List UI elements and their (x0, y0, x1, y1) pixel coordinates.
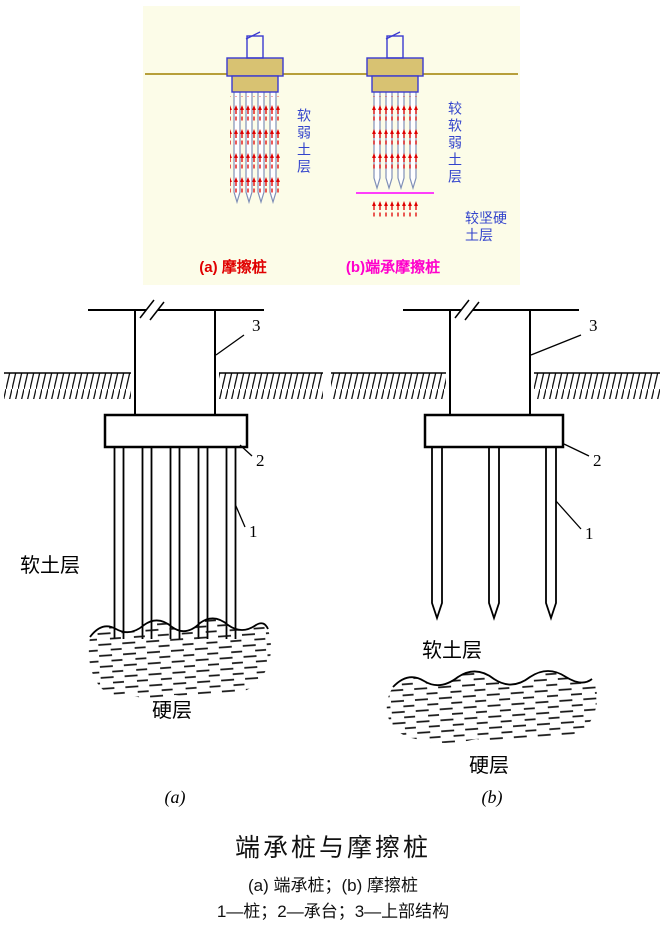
pile-cap-lower (231, 75, 279, 93)
callout-superstructure: 3 (589, 316, 598, 335)
pile-cap (226, 57, 284, 77)
hard-layer (88, 618, 271, 698)
callout-superstructure: 3 (252, 316, 261, 335)
figure-sublabel-b: (b) (482, 787, 503, 808)
column (386, 35, 404, 59)
pile-cap (103, 413, 249, 449)
pile (141, 447, 153, 639)
figure-caption-line2: 1—桩；2—承台；3—上部结构 (216, 902, 450, 921)
friction-arrows (230, 96, 280, 196)
label-rel-soft-weak-soil: 较软弱土层 (447, 101, 463, 186)
pile (197, 447, 209, 639)
callout-pile: 1 (249, 522, 258, 541)
figure-a-end-bearing: 软土层 硬层 (a) 3 2 1 (4, 299, 323, 808)
callout-pile: 1 (585, 524, 594, 543)
break-mark-icon (245, 31, 261, 40)
break-mark-icon (454, 299, 470, 319)
pile (113, 447, 125, 639)
leader-line (563, 443, 590, 457)
pile (169, 447, 181, 639)
leader-line (215, 334, 245, 356)
break-mark-icon (139, 299, 155, 319)
break-mark-icon (385, 31, 401, 40)
callout-pile-cap: 2 (256, 451, 265, 470)
leader-line (239, 444, 253, 457)
break-mark-icon (149, 301, 165, 321)
ground-surface-hatch (534, 373, 660, 399)
leader-line (530, 334, 582, 356)
colored-pile-drawing (145, 31, 518, 219)
hard-layer-boundary-line (89, 617, 269, 638)
friction-arrows (370, 96, 420, 174)
label-rel-hard-soil-line1: 较坚硬 (465, 210, 507, 226)
leader-line (555, 500, 582, 530)
label-soft-soil: 软土层 (20, 554, 80, 577)
label-rel-hard-soil-line2: 土层 (465, 227, 493, 243)
pile (431, 447, 443, 621)
pile-group-friction (226, 31, 284, 205)
label-soft-soil: 软土层 (422, 639, 482, 662)
figure-b-friction: 软土层 硬层 (b) 3 2 1 (331, 299, 660, 808)
pile-group-end-bearing-friction (356, 31, 434, 219)
ground-surface-hatch (4, 373, 131, 399)
label-hard-layer: 硬层 (152, 700, 192, 722)
pile-cap (423, 413, 565, 449)
pile-cap-lower (371, 75, 419, 93)
break-mark-icon (464, 301, 480, 321)
label-rel-hard-soil: 较坚硬 土层 (465, 210, 507, 244)
pile (488, 447, 500, 621)
colored-pile-diagram-panel: 软弱土层 较软弱土层 较坚硬 土层 (a) 摩擦桩 (b)端承摩擦桩 (143, 6, 520, 285)
ground-surface-hatch (331, 373, 446, 399)
hard-layer (386, 671, 597, 743)
ground-surface-hatch (219, 373, 323, 399)
leader-line (234, 504, 246, 528)
end-bearing-arrows (370, 194, 420, 219)
label-hard-layer: 硬层 (469, 755, 509, 777)
pile (545, 447, 557, 621)
figure-title: 端承桩与摩擦桩 (234, 834, 431, 862)
figure-sublabel-a: (a) (165, 787, 186, 808)
caption-friction-pile: (a) 摩擦桩 (199, 259, 267, 276)
pile-cap (366, 57, 424, 77)
line-drawing-panel: 软土层 硬层 (a) 3 2 1 (4, 299, 660, 808)
pile (225, 447, 237, 639)
hard-layer-boundary-line (392, 670, 593, 688)
column (246, 35, 264, 59)
figure-caption-line1: (a) 端承桩；(b) 摩擦桩 (248, 876, 418, 895)
label-soft-weak-soil: 软弱土层 (296, 108, 312, 176)
callout-pile-cap: 2 (593, 451, 602, 470)
caption-end-bearing-friction-pile: (b)端承摩擦桩 (345, 259, 441, 276)
